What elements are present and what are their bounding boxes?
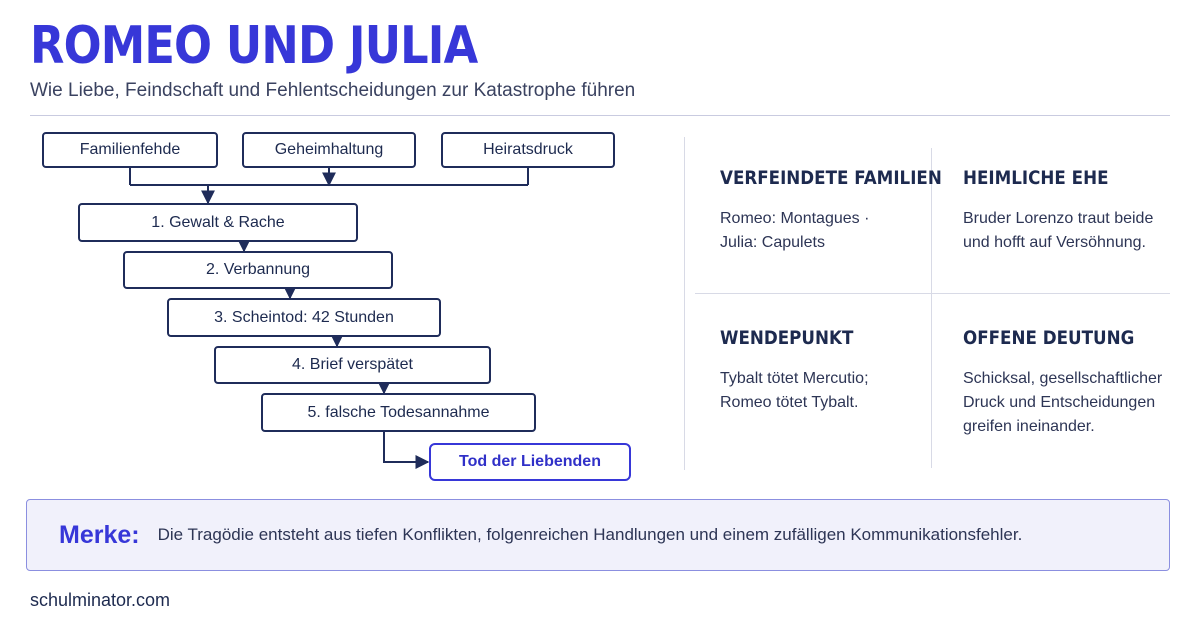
- header-divider: [30, 115, 1170, 116]
- fact-card-turning-point: WENDEPUNKT Tybalt tötet Mercutio; Romeo …: [720, 327, 940, 415]
- fact-heading: OFFENE DEUTUNG: [963, 327, 1135, 349]
- fact-heading: VERFEINDETE FAMILIEN: [720, 167, 942, 189]
- fact-card-secret-marriage: HEIMLICHE EHE Bruder Lorenzo traut beide…: [963, 167, 1183, 255]
- step-1: 1. Gewalt & Rache: [78, 203, 358, 242]
- fact-text: Schicksal, gesellschaftlicher Druck und …: [963, 370, 1163, 435]
- fact-text: Romeo: Montagues · Julia: Capulets: [720, 210, 870, 251]
- facts-grid-horizontal-rule: [695, 293, 1170, 294]
- step-3: 3. Scheintod: 42 Stunden: [167, 298, 441, 337]
- flow-connectors: [129, 167, 529, 469]
- page-title: ROMEO UND JULIA: [30, 16, 478, 76]
- cause-heiratsdruck: Heiratsdruck: [441, 132, 615, 168]
- causal-flow-diagram: Familienfehde Geheimhaltung Heiratsdruck…: [0, 0, 660, 500]
- fact-card-families: VERFEINDETE FAMILIEN Romeo: Montagues · …: [720, 167, 942, 255]
- fact-heading: WENDEPUNKT: [720, 327, 854, 349]
- merke-text: Die Tragödie entsteht aus tiefen Konflik…: [157, 525, 1023, 544]
- fact-text: Bruder Lorenzo traut beide und hofft auf…: [963, 210, 1154, 251]
- connector-step-5-outcome: [383, 431, 430, 469]
- footer-site[interactable]: schulminator.com: [30, 590, 171, 610]
- page-subtitle: Wie Liebe, Feindschaft und Fehlentscheid…: [30, 80, 636, 101]
- fact-text: Tybalt tötet Mercutio; Romeo tötet Tybal…: [720, 370, 869, 411]
- merke-box: Merke: Die Tragödie entsteht aus tiefen …: [26, 499, 1170, 571]
- step-4: 4. Brief verspätet: [214, 346, 491, 384]
- section-divider: [684, 137, 685, 470]
- facts-grid-vertical-rule: [931, 148, 932, 468]
- fact-heading: HEIMLICHE EHE: [963, 167, 1109, 189]
- fact-card-open-interpretation: OFFENE DEUTUNG Schicksal, gesellschaftli…: [963, 327, 1183, 439]
- step-2: 2. Verbannung: [123, 251, 393, 289]
- cause-geheimhaltung: Geheimhaltung: [242, 132, 416, 168]
- cause-familienfehde: Familienfehde: [42, 132, 218, 168]
- outcome-node: Tod der Liebenden: [429, 443, 631, 481]
- merke-label: Merke:: [59, 520, 140, 549]
- step-5: 5. falsche Todesannahme: [261, 393, 536, 432]
